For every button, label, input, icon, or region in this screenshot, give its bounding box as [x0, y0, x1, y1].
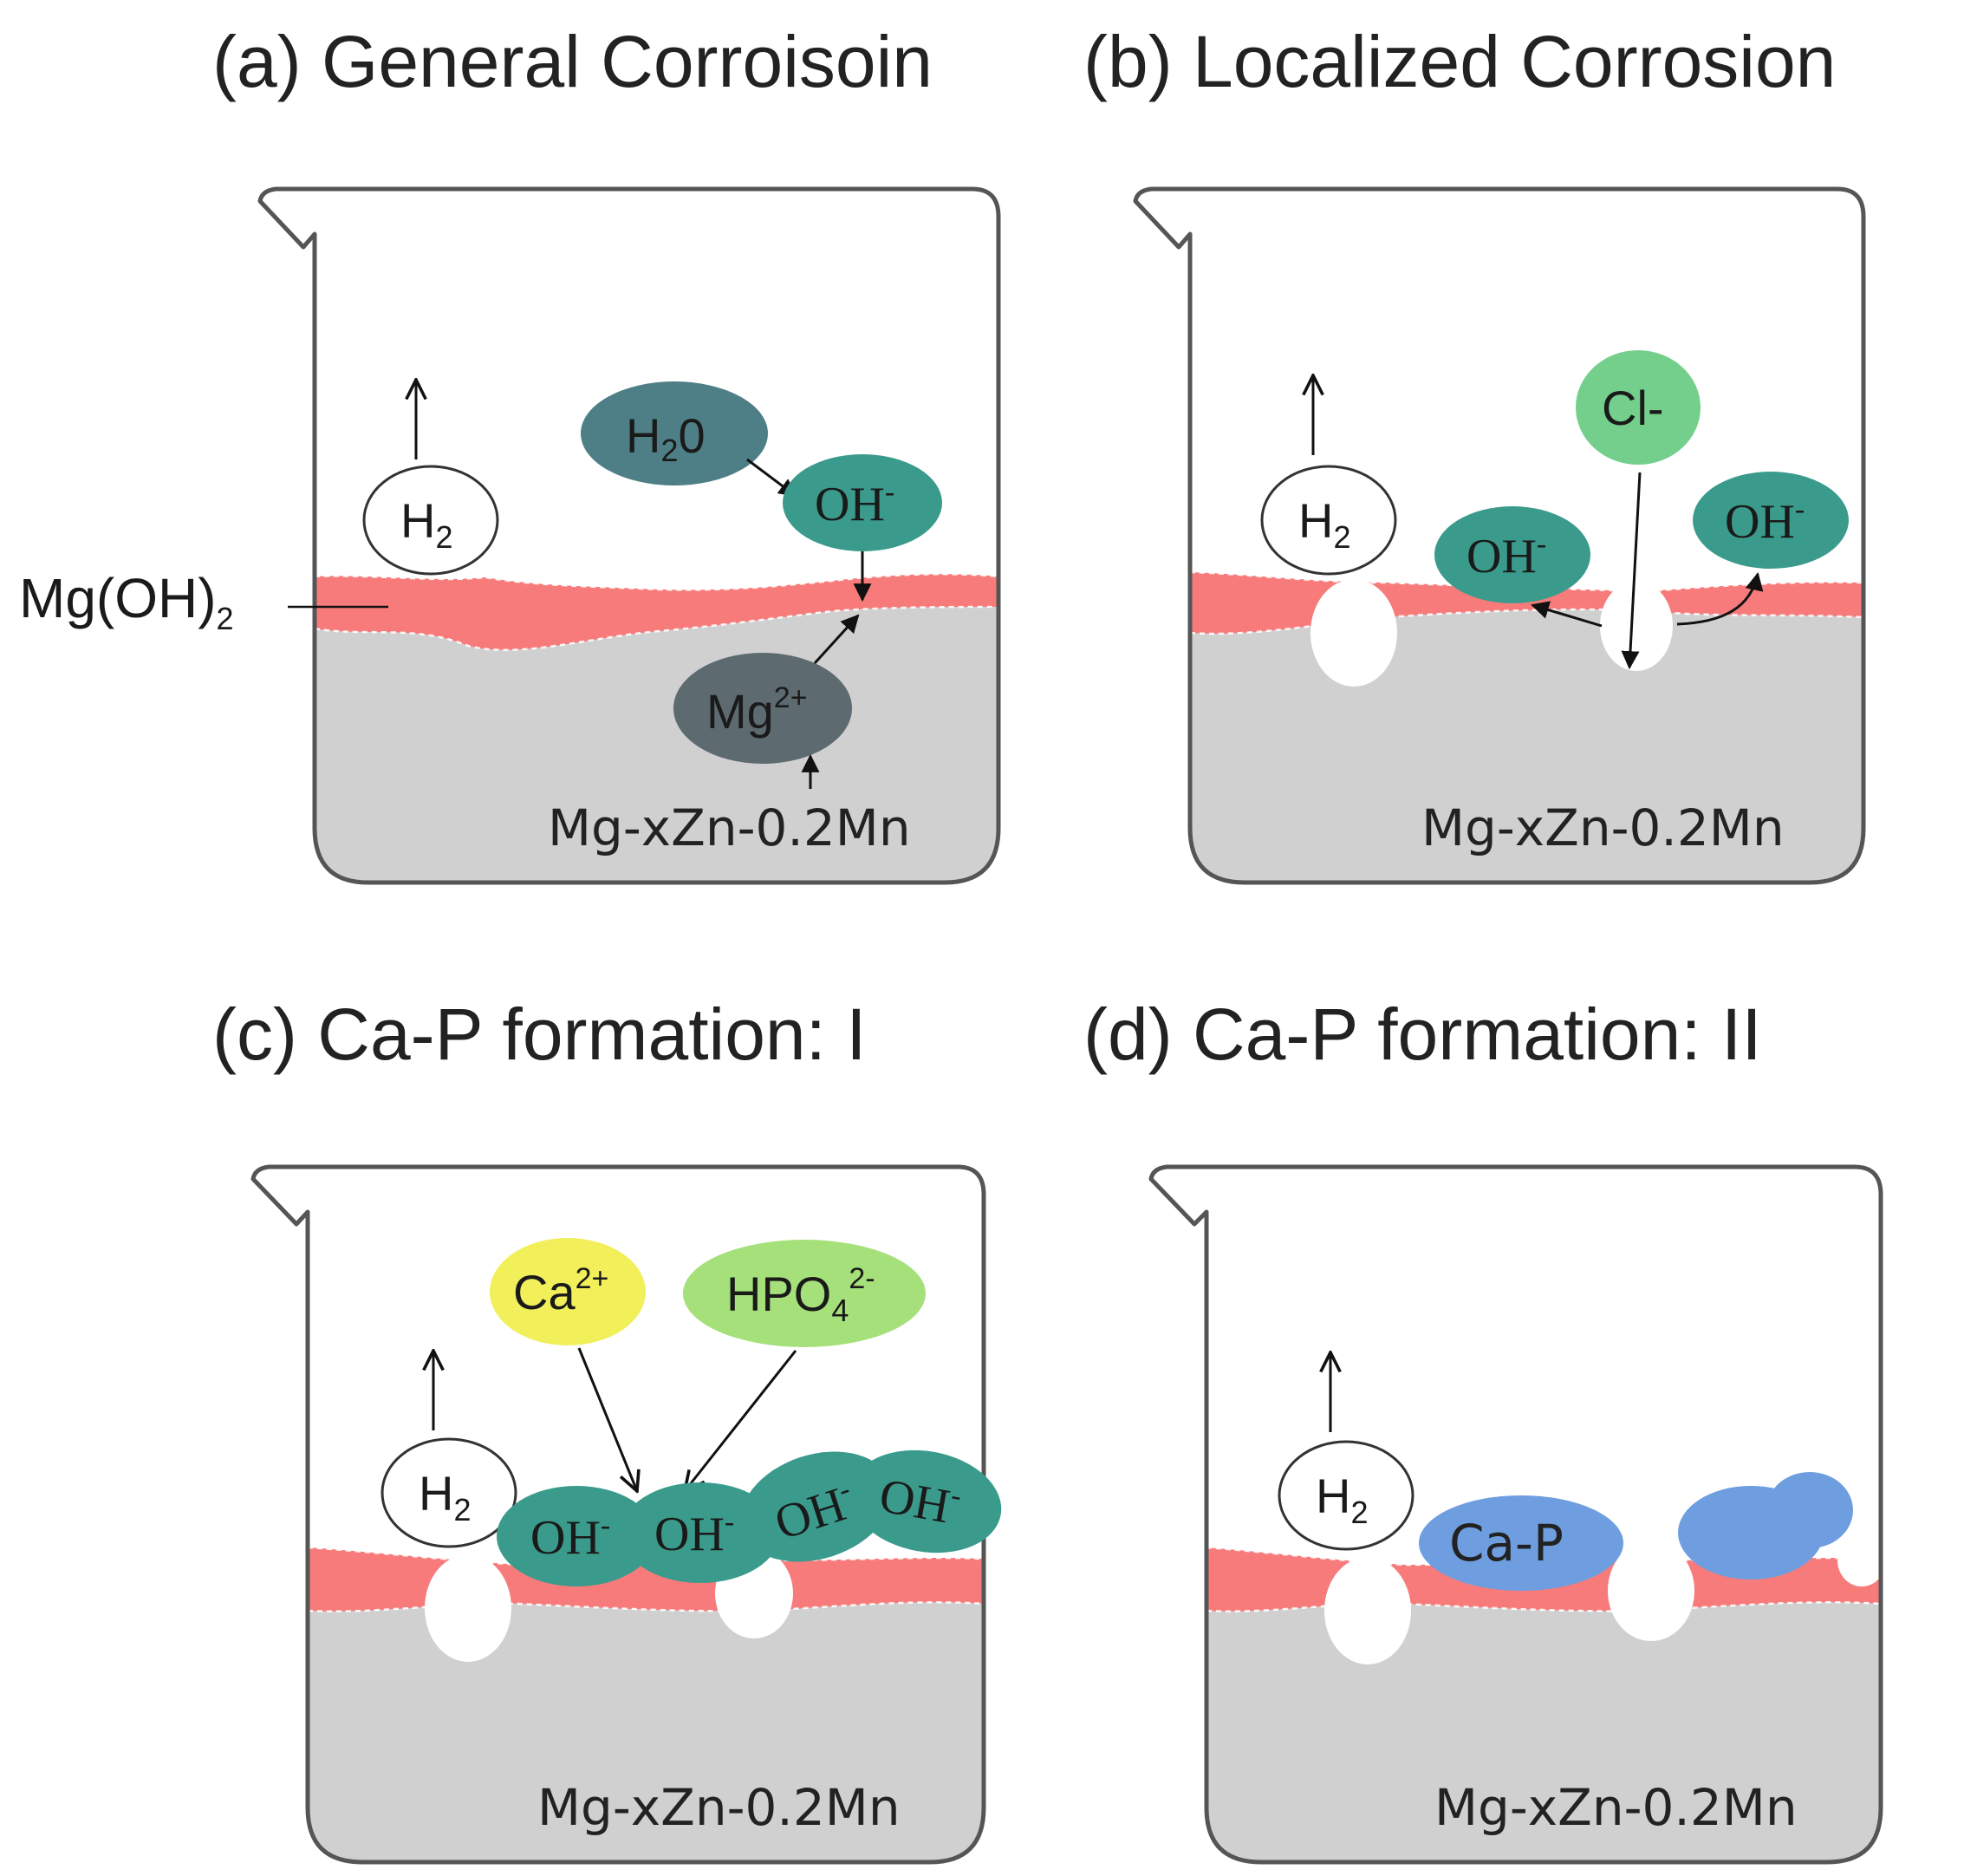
panel-b-h2-bubble — [1260, 465, 1397, 576]
panel-a-hydroxide-film — [315, 574, 998, 650]
panel-a-film-label: Mg(OH)2 — [19, 567, 234, 636]
panel-b-hydroxide-left-arrow — [1530, 601, 1603, 628]
panel-a-magnesium-ion — [673, 653, 852, 764]
panel-c: (c) Ca-P formation: I H2 Ca2+ HPO42- OH-… — [212, 993, 1002, 1865]
panel-b-hydroxide-right-arrow — [1676, 571, 1764, 626]
panel-a-title: (a) General Corroisoin — [212, 21, 933, 102]
panel-c-beaker — [250, 1164, 986, 1865]
panel-a-alloy-label: Mg-xZn-0.2Mn — [548, 798, 911, 857]
panel-b-alloy-label: Mg-xZn-0.2Mn — [1421, 798, 1785, 857]
panel-a-water-label: H20 — [626, 408, 706, 468]
panel-c-hydroxide-label-1: OH- — [530, 1509, 610, 1565]
panel-d-metal-substrate — [1206, 1602, 1881, 1862]
panel-b-chloride-label: Cl- — [1602, 381, 1664, 435]
panel-a-hydroxide-label: OH- — [815, 476, 894, 531]
panel-c-hydroxide-ion-2 — [621, 1482, 780, 1583]
panel-d-pit-right — [1837, 1534, 1886, 1586]
panel-c-hydroxide-label-2: OH- — [654, 1506, 734, 1561]
panel-b-hydroxide-label-right: OH- — [1725, 493, 1805, 549]
panel-d-pit-center — [1608, 1541, 1694, 1641]
panel-d-calcium-phosphate-deposit — [1419, 1495, 1623, 1591]
panel-c-phosphate-label: HPO42- — [726, 1262, 875, 1328]
panel-c-metal-substrate — [308, 1602, 984, 1862]
panel-b-pit-right — [1600, 581, 1673, 671]
panel-b-title: (b) Localized Corrosion — [1083, 21, 1836, 102]
panel-b-hydroxide-ion-right — [1693, 472, 1849, 569]
panel-b-pit-left — [1310, 579, 1397, 687]
panel-a-magnesium-label: Mg2+ — [706, 681, 808, 739]
panel-a-hydroxide-ion — [783, 454, 942, 551]
panel-c-hydroxide-ion-4 — [849, 1449, 1002, 1554]
panel-c-calcium-label: Ca2+ — [513, 1262, 608, 1319]
panel-d-calcium-phosphate-label: Ca-P — [1449, 1514, 1564, 1573]
panel-d-h2-label: H2 — [1316, 1469, 1368, 1530]
panel-b: (b) Localized Corrosion H2 Cl- OH- OH- M… — [1083, 21, 1866, 885]
panel-d-beaker — [1148, 1164, 1883, 1865]
panel-d-title: (d) Ca-P formation: II — [1083, 993, 1762, 1075]
panel-a-h2-label: H2 — [400, 493, 452, 555]
panel-c-h2-label: H2 — [419, 1466, 471, 1528]
panel-c-title: (c) Ca-P formation: I — [212, 993, 867, 1075]
panel-b-hydroxide-label-left: OH- — [1466, 528, 1546, 583]
panel-a-magnesium-up-arrow — [813, 614, 860, 665]
panel-d-pit-left — [1324, 1557, 1411, 1664]
panel-c-h2-bubble — [380, 1437, 517, 1548]
panel-d: (d) Ca-P formation: II H2 Ca-P Mg-xZn-0.… — [1083, 993, 1886, 1865]
panel-b-beaker — [1133, 186, 1866, 885]
panel-b-chloride-attack-arrow — [1621, 472, 1642, 670]
panel-c-pit-left — [425, 1554, 511, 1662]
panel-a-beaker — [257, 186, 1001, 885]
panel-a-water-molecule — [581, 381, 768, 485]
panel-c-hydroxide-label-4: OH- — [875, 1467, 964, 1535]
panel-c-hydroxide-ion-1 — [497, 1486, 656, 1586]
panel-a: (a) General Corroisoin Mg(OH)2 H2 H20 OH… — [19, 21, 1001, 885]
panel-b-h2-label: H2 — [1298, 493, 1350, 555]
panel-c-phosphate-arrow — [685, 1350, 797, 1491]
panel-c-calcium-arrow — [577, 1347, 637, 1491]
panel-c-calcium-ion — [490, 1238, 646, 1345]
panel-d-h2-bubble — [1278, 1440, 1414, 1551]
panel-d-calcium-phosphate-cluster-2 — [1766, 1472, 1853, 1548]
panel-b-hydroxide-ion-left — [1434, 506, 1590, 603]
panel-b-chloride-ion — [1576, 350, 1701, 465]
panel-c-alloy-label: Mg-xZn-0.2Mn — [537, 1778, 901, 1837]
panel-a-h2-bubble — [362, 465, 499, 576]
panel-d-alloy-label: Mg-xZn-0.2Mn — [1434, 1778, 1798, 1837]
panel-c-phosphate-ion — [683, 1240, 926, 1347]
